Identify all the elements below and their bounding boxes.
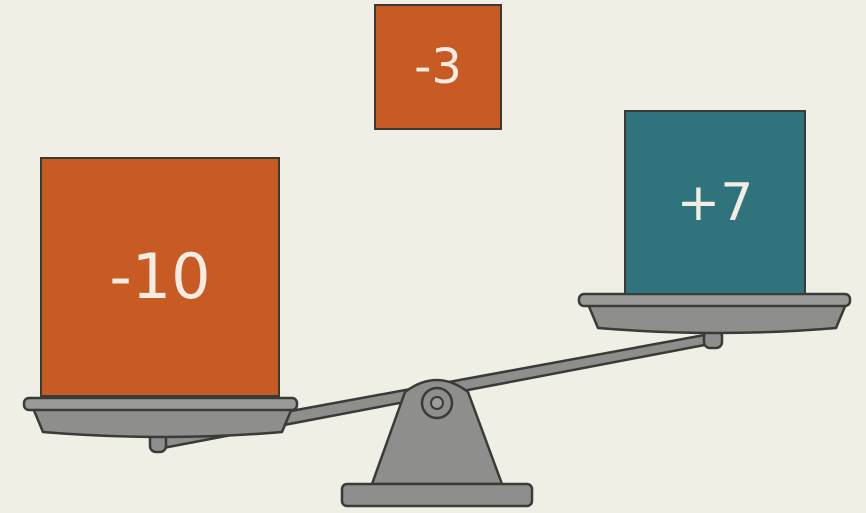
right-weight-label: +7: [677, 177, 754, 229]
right-weight-block: +7: [624, 110, 806, 295]
left-weight-block: -10: [40, 157, 280, 397]
result-block: -3: [374, 4, 502, 130]
result-block-label: -3: [414, 43, 462, 91]
right-pan: [579, 294, 850, 333]
scale-pivot: [422, 388, 452, 418]
left-weight-label: -10: [109, 246, 210, 308]
left-pan: [24, 398, 297, 437]
